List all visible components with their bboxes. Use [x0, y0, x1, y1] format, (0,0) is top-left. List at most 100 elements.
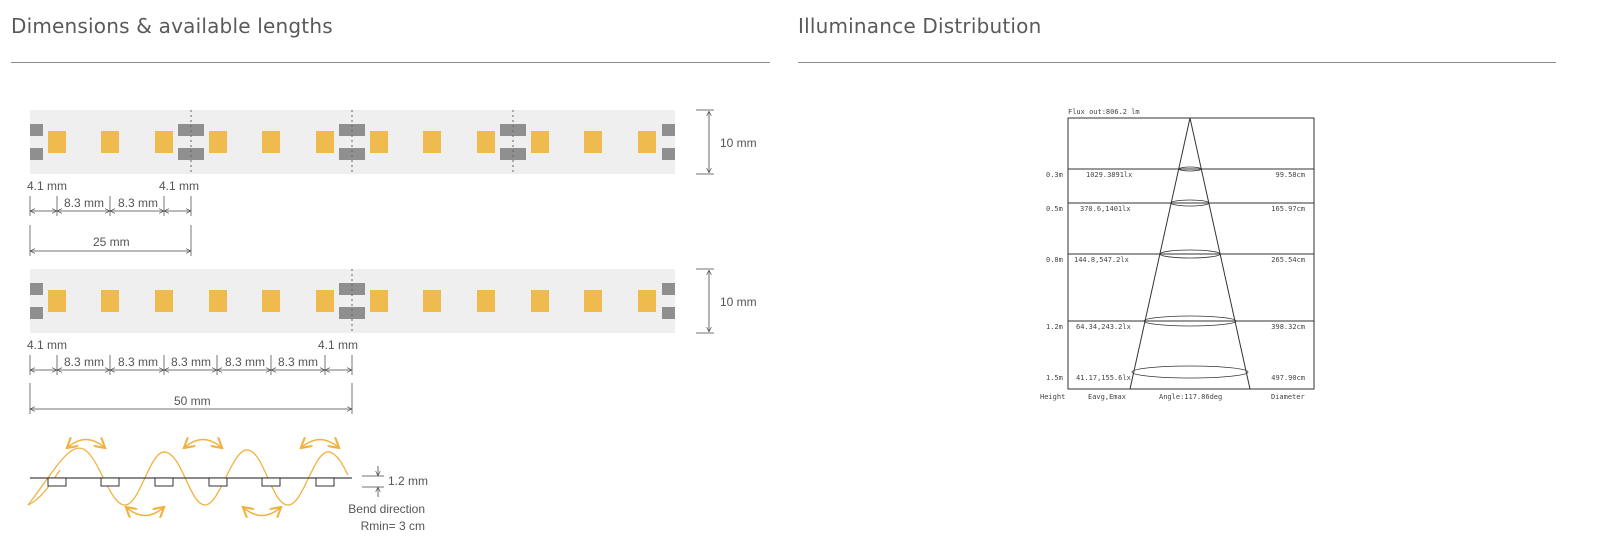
flux-label: Flux out:806.2 lm — [1068, 108, 1140, 116]
row-diameter-label: 265.54cm — [1271, 256, 1305, 264]
footer-height-label: Height — [1040, 393, 1065, 401]
bend-arrow-icon — [68, 440, 104, 448]
strip-1-pad — [662, 124, 675, 136]
led-chip — [423, 290, 441, 312]
illuminance-row: 0.8m 144.8,547.2lx 265.54cm — [1046, 249, 1314, 264]
bend-thickness-label: 1.2 mm — [388, 474, 428, 488]
strip-1-total-label: 25 mm — [93, 235, 130, 249]
strip-2-pitch-label: 8.3 mm — [64, 355, 104, 369]
bend-diagram: 1.2 mm Bend direction Rmin= 3 cm — [27, 440, 428, 533]
strip-2-pitch-label: 8.3 mm — [225, 355, 265, 369]
led-chip — [48, 131, 66, 153]
row-height-label: 1.2m — [1046, 323, 1063, 331]
led-chip — [477, 131, 495, 153]
row-values-label: 144.8,547.2lx — [1074, 256, 1129, 264]
strip-2-pad — [662, 307, 675, 319]
strip-1-cut-point — [500, 110, 526, 174]
strip-1-pitch-label: 8.3 mm — [64, 196, 104, 210]
strip-2-pitch-label: 8.3 mm — [171, 355, 211, 369]
bend-arrow-icon — [244, 508, 280, 516]
illuminance-row: 1.2m 64.34,243.2lx 398.32cm — [1046, 315, 1314, 331]
led-chip — [262, 290, 280, 312]
illuminance-row: 1.5m 41.17,155.6lx 497.90cm — [1046, 365, 1314, 390]
led-chip — [101, 290, 119, 312]
bend-led — [315, 477, 335, 487]
row-diameter-label: 165.97cm — [1271, 205, 1305, 213]
row-diameter-label: 99.58cm — [1275, 171, 1305, 179]
strip-1-cut-point — [178, 110, 204, 174]
strip-2-total-label: 50 mm — [174, 394, 211, 408]
led-chip — [638, 290, 656, 312]
led-chip — [155, 131, 173, 153]
bend-arrow-icon — [185, 440, 221, 448]
row-height-label: 0.8m — [1046, 256, 1063, 264]
led-chip — [209, 131, 227, 153]
led-chip — [531, 290, 549, 312]
footer-angle-label: Angle:117.86deg — [1159, 393, 1222, 401]
bend-led — [208, 477, 228, 487]
strip-1-pad — [662, 148, 675, 160]
led-chip — [370, 131, 388, 153]
row-values-label: 41.17,155.6lx — [1076, 374, 1131, 382]
led-chip — [477, 290, 495, 312]
strip-2-pad — [662, 283, 675, 295]
strip-2-pitch-label: 8.3 mm — [278, 355, 318, 369]
illuminance-row: 0.5m 370.6,1401lx 165.97cm — [1046, 199, 1314, 213]
dimensions-title-rule — [11, 62, 770, 63]
strip-2-pad — [30, 283, 43, 295]
bend-wave — [27, 447, 349, 506]
bend-led — [47, 477, 67, 487]
led-chip — [155, 290, 173, 312]
footer-diameter-label: Diameter — [1271, 393, 1305, 401]
dimensions-title: Dimensions & available lengths — [11, 14, 333, 38]
led-chip — [370, 290, 388, 312]
led-chip — [638, 131, 656, 153]
strip-1-height-label: 10 mm — [720, 136, 757, 150]
row-height-label: 1.5m — [1046, 374, 1063, 382]
row-diameter-label: 398.32cm — [1271, 323, 1305, 331]
strip-1-edge-right-label: 4.1 mm — [159, 179, 199, 193]
led-chip — [262, 131, 280, 153]
bend-arrow-icon — [302, 440, 338, 448]
illuminance-title-rule — [798, 62, 1556, 63]
strip-2-cut-point — [339, 269, 365, 333]
row-diameter-label: 497.90cm — [1271, 374, 1305, 382]
strip-2-edge-left-label: 4.1 mm — [27, 338, 67, 352]
bend-led — [100, 477, 120, 487]
led-chip — [316, 290, 334, 312]
strip-2-edge-right-label: 4.1 mm — [318, 338, 358, 352]
illuminance-title: Illuminance Distribution — [798, 14, 1042, 38]
illuminance-row: 0.3m 1029.3891lx 99.58cm — [1046, 166, 1314, 179]
strip-1-pad — [30, 148, 43, 160]
row-values-label: 370.6,1401lx — [1080, 205, 1131, 213]
strip-2: 10 mm 4.1 mm 4.1 mm 8.3 mm 8.3 mm 8.3 mm… — [27, 268, 757, 414]
led-chip — [48, 290, 66, 312]
strip-2-height-label: 10 mm — [720, 295, 757, 309]
led-chip — [209, 290, 227, 312]
dimensions-diagram: 10 mm 4.1 mm 4.1 mm 8.3 mm 8.3 mm 25 mm — [27, 109, 757, 533]
strip-2-pad — [30, 307, 43, 319]
row-height-label: 0.3m — [1046, 171, 1063, 179]
bend-rmin-label: Rmin= 3 cm — [361, 519, 425, 533]
bend-led — [154, 477, 174, 487]
strip-1-cut-point — [339, 110, 365, 174]
led-chip — [531, 131, 549, 153]
led-chip — [423, 131, 441, 153]
row-values-label: 64.34,243.2lx — [1076, 323, 1131, 331]
led-chip — [584, 131, 602, 153]
footer-eavg-label: Eavg,Emax — [1088, 393, 1126, 401]
led-chip — [101, 131, 119, 153]
bend-arrow-icon — [127, 508, 163, 516]
strip-1-edge-left-label: 4.1 mm — [27, 179, 67, 193]
bend-direction-label: Bend direction — [348, 502, 425, 516]
row-height-label: 0.5m — [1046, 205, 1063, 213]
strip-1: 10 mm 4.1 mm 4.1 mm 8.3 mm 8.3 mm 25 mm — [27, 109, 757, 256]
strip-1-pitch-label: 8.3 mm — [118, 196, 158, 210]
bend-led — [261, 477, 281, 487]
strip-1-pad — [30, 124, 43, 136]
led-chip — [584, 290, 602, 312]
illuminance-diagram: Flux out:806.2 lm 0.3m 1029.3891lx 99.58… — [1040, 108, 1315, 401]
row-values-label: 1029.3891lx — [1086, 171, 1132, 179]
strip-2-pitch-label: 8.3 mm — [118, 355, 158, 369]
led-chip — [316, 131, 334, 153]
